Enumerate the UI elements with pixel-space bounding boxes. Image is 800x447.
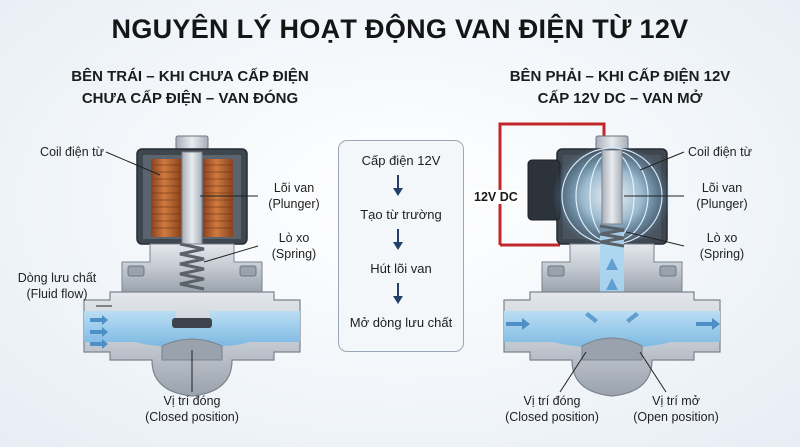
- right-heading: BÊN PHẢI – KHI CẤP ĐIỆN 12V CẤP 12V DC –…: [470, 66, 770, 110]
- right-plunger-label-en: (Plunger): [696, 197, 748, 211]
- left-coil-label: Coil điện từ: [40, 145, 104, 159]
- left-plunger-label-vi: Lõi van: [273, 181, 315, 195]
- supply-voltage-label: 12V DC: [472, 190, 520, 204]
- left-valve: [83, 135, 301, 397]
- flow-arrow-2: [393, 229, 403, 250]
- right-closed-label-en: (Closed position): [505, 410, 599, 424]
- left-spring-label-en: (Spring): [271, 247, 317, 261]
- left-plunger-label: Lõi van (Plunger): [258, 180, 330, 212]
- left-spring-label: Lò xo (Spring): [258, 230, 330, 262]
- right-closed-label: Vị trí đóng (Closed position): [492, 393, 612, 425]
- right-heading-line2: CẤP 12V DC – VAN MỞ: [537, 90, 703, 107]
- right-coil-label: Coil điện từ: [688, 145, 752, 159]
- right-open-label-en: (Open position): [633, 410, 719, 424]
- right-open-label-vi: Vị trí mở: [652, 394, 700, 408]
- left-spring-label-vi: Lò xo: [278, 231, 310, 245]
- left-closed-label-en: (Closed position): [145, 410, 239, 424]
- spring: [599, 224, 625, 248]
- left-heading-line2: CHƯA CẤP ĐIỆN – VAN ĐÓNG: [81, 90, 299, 107]
- page-title: NGUYÊN LÝ HOẠT ĐỘNG VAN ĐIỆN TỪ 12V: [111, 14, 689, 44]
- left-closed-label-vi: Vị trí đóng: [163, 394, 221, 408]
- coil-copper-left: [151, 159, 181, 237]
- right-open-label: Vị trí mở (Open position): [624, 393, 728, 425]
- right-spring-label-en: (Spring): [699, 247, 745, 261]
- right-spring-label-vi: Lò xo: [706, 231, 738, 245]
- positive-wire: [498, 122, 606, 245]
- left-fluid-label-en: (Fluid flow): [26, 287, 88, 301]
- flow-step-4: Mở dòng lưu chất: [349, 315, 453, 330]
- left-closed-label: Vị trí đóng (Closed position): [132, 393, 252, 425]
- flow-arrow-1: [393, 175, 403, 196]
- left-fluid-label: Dòng lưu chất (Fluid flow): [2, 270, 112, 302]
- right-heading-line1: BÊN PHẢI – KHI CẤP ĐIỆN 12V: [509, 68, 731, 85]
- plunger: [181, 151, 203, 253]
- right-closed-label-vi: Vị trí đóng: [523, 394, 581, 408]
- right-spring-label: Lò xo (Spring): [686, 230, 758, 262]
- fluid-channel: [84, 311, 300, 346]
- left-heading: BÊN TRÁI – KHI CHƯA CẤP ĐIỆN CHƯA CẤP ĐI…: [40, 66, 340, 110]
- coil-copper-right: [203, 159, 233, 237]
- flow-step-2: Tạo từ trường: [360, 207, 442, 222]
- flow-step-3: Hút lõi van: [370, 261, 432, 276]
- left-plunger-label-en: (Plunger): [268, 197, 320, 211]
- right-plunger-label: Lõi van (Plunger): [686, 180, 758, 212]
- right-valve: [498, 122, 721, 397]
- right-plunger-label-vi: Lõi van: [701, 181, 743, 195]
- left-heading-line1: BÊN TRÁI – KHI CHƯA CẤP ĐIỆN: [71, 68, 309, 85]
- process-flow-box: Cấp điện 12V Tạo từ trường Hút lõi van M…: [338, 140, 464, 352]
- fluid-channel: [504, 311, 720, 348]
- plunger: [601, 149, 623, 225]
- spring: [179, 242, 205, 291]
- flow-step-1: Cấp điện 12V: [361, 153, 441, 168]
- flow-arrow-3: [393, 283, 403, 304]
- left-fluid-label-vi: Dòng lưu chất: [17, 271, 97, 285]
